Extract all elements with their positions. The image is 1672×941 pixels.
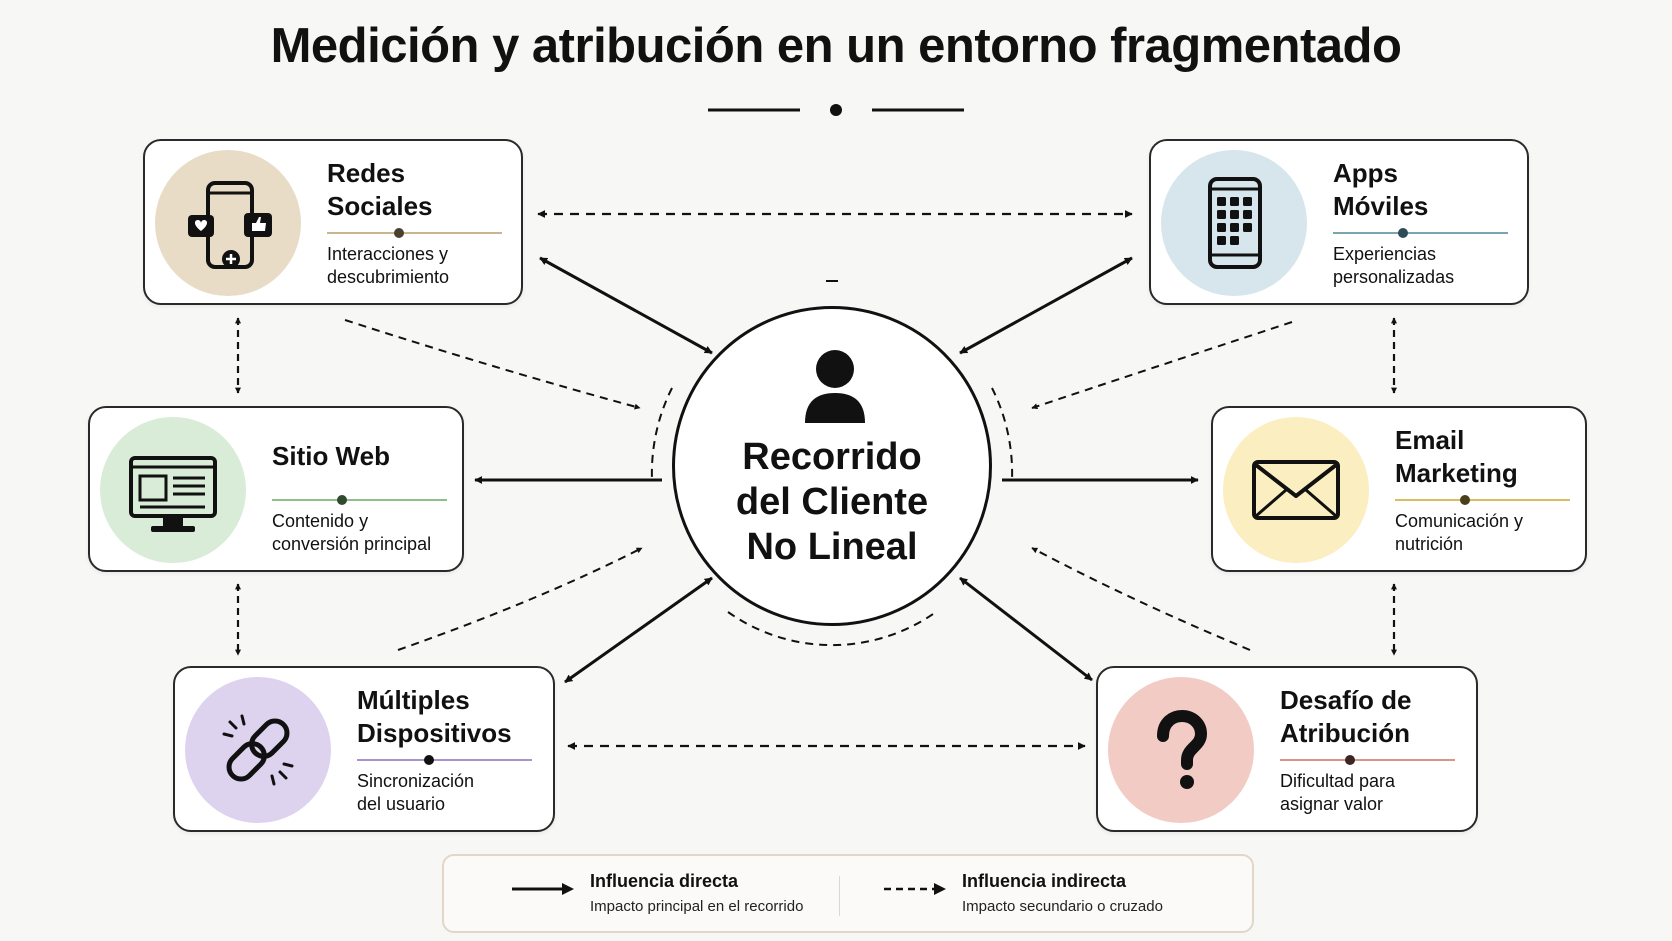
legend-direct-label: Influencia directa <box>590 871 739 891</box>
phone-apps-icon <box>1208 177 1262 269</box>
phone-social-icon <box>188 181 272 269</box>
legend-separator <box>839 876 840 916</box>
node-icon-circle <box>155 150 301 296</box>
legend-direct-arrow <box>512 883 574 895</box>
node-title: Múltiples Dispositivos <box>357 685 512 748</box>
node-description: Contenido y conversión principal <box>272 511 432 554</box>
center-ring-dashed <box>727 611 937 647</box>
node-divider <box>1280 755 1455 765</box>
center-label: Recorrido del Cliente No Lineal <box>735 436 929 568</box>
node-title: Sitio Web <box>272 441 390 471</box>
direct-arrow-apps <box>959 256 1133 355</box>
node-divider <box>1395 495 1570 505</box>
envelope-icon <box>1252 460 1340 520</box>
node-icon-circle <box>1223 417 1369 563</box>
direct-arrow-redes <box>539 256 713 355</box>
legend: Influencia directa Impacto principal en … <box>442 854 1254 933</box>
chain-link-icon <box>222 714 294 786</box>
node-title: Redes Sociales <box>327 158 433 221</box>
node-title: Desafío de Atribución <box>1280 685 1412 748</box>
indirect-curve-apps <box>1031 321 1293 410</box>
node-icon-circle <box>1161 150 1307 296</box>
node-divider <box>272 495 447 505</box>
node-icon-circle <box>100 417 246 563</box>
indirect-curve-redes <box>344 319 641 410</box>
title-divider <box>708 104 964 116</box>
legend-indirect-arrow <box>884 883 946 895</box>
node-title: Email Marketing <box>1395 425 1518 488</box>
legend-indirect-sub: Impacto secundario o cruzado <box>962 898 1163 915</box>
indirect-curve-atribucion <box>1031 547 1251 651</box>
legend-indirect-label: Influencia indirecta <box>962 871 1127 891</box>
center-ring-dashed <box>991 387 1014 481</box>
node-divider <box>1333 228 1508 238</box>
monitor-icon <box>129 456 217 532</box>
node-card-multiples-dispositivos: Múltiples Dispositivos Sincronización de… <box>173 666 555 832</box>
center-ring-dashed <box>650 387 673 481</box>
direct-arrow-atribucion <box>959 576 1093 682</box>
question-mark-icon <box>1157 709 1208 789</box>
node-description: Experiencias personalizadas <box>1333 244 1455 287</box>
node-description: Sincronización del usuario <box>357 771 475 814</box>
indirect-curve-dispositivos <box>397 547 643 651</box>
node-divider <box>327 228 502 238</box>
node-card-sitio-web: Sitio Web Contenido y conversión princip… <box>88 406 464 572</box>
node-card-apps-moviles: Apps Móviles Experiencias personalizadas <box>1149 139 1529 305</box>
node-card-email-marketing: Email Marketing Comunicación y nutrición <box>1211 406 1587 572</box>
node-icon-circle <box>1108 677 1254 823</box>
page-title: Medición y atribución en un entorno frag… <box>270 19 1402 73</box>
person-icon <box>805 350 865 423</box>
node-divider <box>357 755 532 765</box>
node-card-redes-sociales: Redes Sociales Interacciones y descubrim… <box>143 139 523 305</box>
center-node: Recorrido del Cliente No Lineal <box>672 306 992 626</box>
node-title: Apps Móviles <box>1333 158 1429 221</box>
node-description: Dificultad para asignar valor <box>1280 771 1396 814</box>
direct-arrow-dispositivos <box>564 576 713 684</box>
node-description: Interacciones y descubrimiento <box>327 244 450 287</box>
node-description: Comunicación y nutrición <box>1395 511 1524 554</box>
node-icon-circle <box>185 677 331 823</box>
legend-direct-sub: Impacto principal en el recorrido <box>590 898 804 915</box>
node-card-desafio-atribucion: Desafío de Atribución Dificultad para as… <box>1096 666 1478 832</box>
